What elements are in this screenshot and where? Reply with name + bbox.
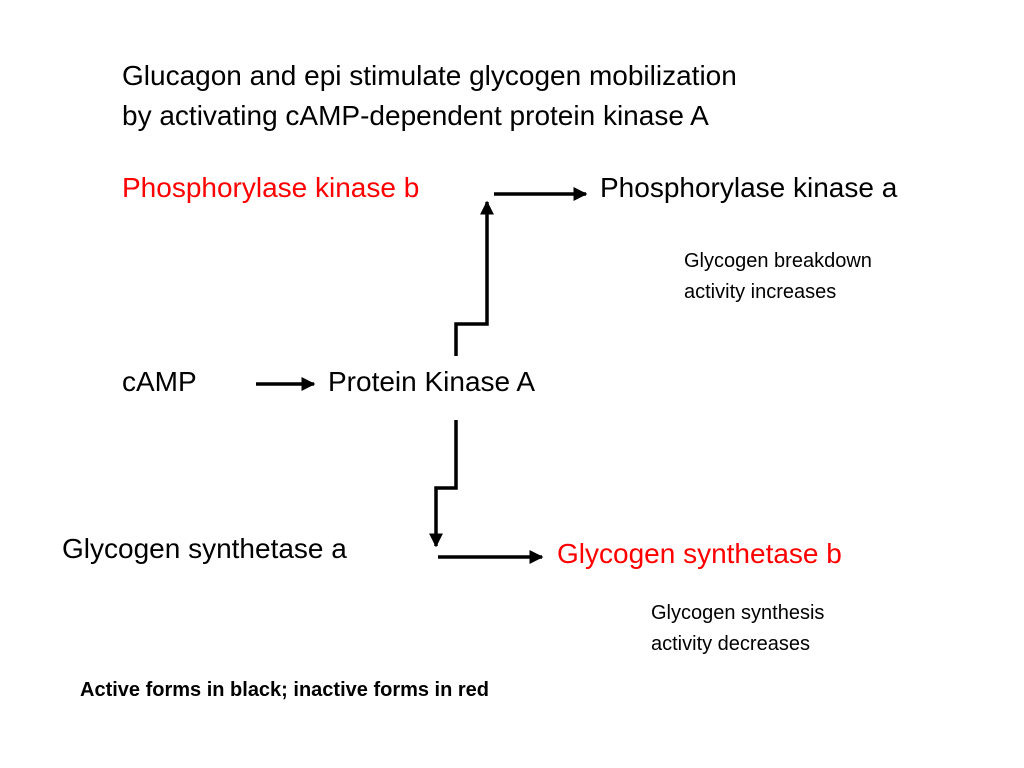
glycogen-breakdown-note: Glycogen breakdown activity increases [684,250,872,303]
slide-title: Glucagon and epi stimulate glycogen mobi… [122,60,737,131]
glycogen-synthetase-b-label: Glycogen synthetase b [557,538,842,569]
phosphorylase-kinase-a-label: Phosphorylase kinase a [600,172,898,203]
pka-to-synthetase-inactivation-arrow [429,420,458,548]
glycogen-synthesis-note: Glycogen synthesis activity decreases [651,602,825,655]
protein-kinase-a-label: Protein Kinase A [328,366,536,397]
legend-footnote: Active forms in black; inactive forms in… [80,679,490,701]
camp-label: cAMP [122,366,197,397]
pka-to-kinase-activation-arrow [454,200,494,356]
phosphorylase-kinase-b-label: Phosphorylase kinase b [122,172,420,203]
glycogen-synthetase-a-label: Glycogen synthetase a [62,533,347,564]
